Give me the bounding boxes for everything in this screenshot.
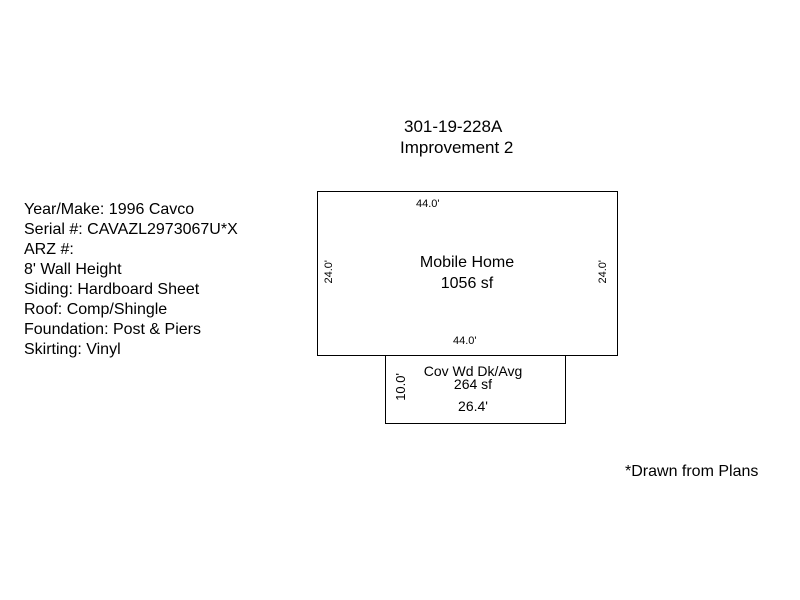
- drawn-from-plans-note: *Drawn from Plans: [625, 463, 759, 480]
- parcel-number: 301-19-228A: [404, 117, 503, 136]
- mobile-home-left-dim: 24.0': [323, 260, 335, 284]
- detail-foundation: Foundation: Post & Piers: [24, 321, 201, 338]
- detail-skirting: Skirting: Vinyl: [24, 341, 121, 358]
- detail-arz: ARZ #:: [24, 241, 74, 258]
- detail-year-make: Year/Make: 1996 Cavco: [24, 201, 195, 218]
- detail-siding: Siding: Hardboard Sheet: [24, 281, 200, 298]
- detail-wall-height: 8' Wall Height: [24, 261, 122, 278]
- improvement-label: Improvement 2: [400, 138, 514, 157]
- deck-width-dim: 26.4': [458, 398, 488, 414]
- mobile-home-area: 1056 sf: [440, 275, 494, 292]
- mobile-home-right-dim: 24.0': [597, 260, 609, 284]
- detail-roof: Roof: Comp/Shingle: [24, 301, 168, 318]
- detail-serial: Serial #: CAVAZL2973067U*X: [24, 221, 238, 238]
- mobile-home-bottom-dim: 44.0': [453, 335, 477, 347]
- deck-area: 264 sf: [453, 376, 493, 392]
- mobile-home-label: Mobile Home: [419, 254, 515, 271]
- mobile-home-outline: [317, 191, 618, 356]
- deck-label: Cov Wd Dk/Avg: [423, 363, 523, 379]
- mobile-home-top-dim: 44.0': [416, 198, 440, 210]
- deck-outline: [385, 355, 566, 424]
- deck-depth-dim: 10.0': [393, 373, 408, 401]
- details-list: Year/Make: 1996 Cavco Serial #: CAVAZL29…: [24, 200, 238, 360]
